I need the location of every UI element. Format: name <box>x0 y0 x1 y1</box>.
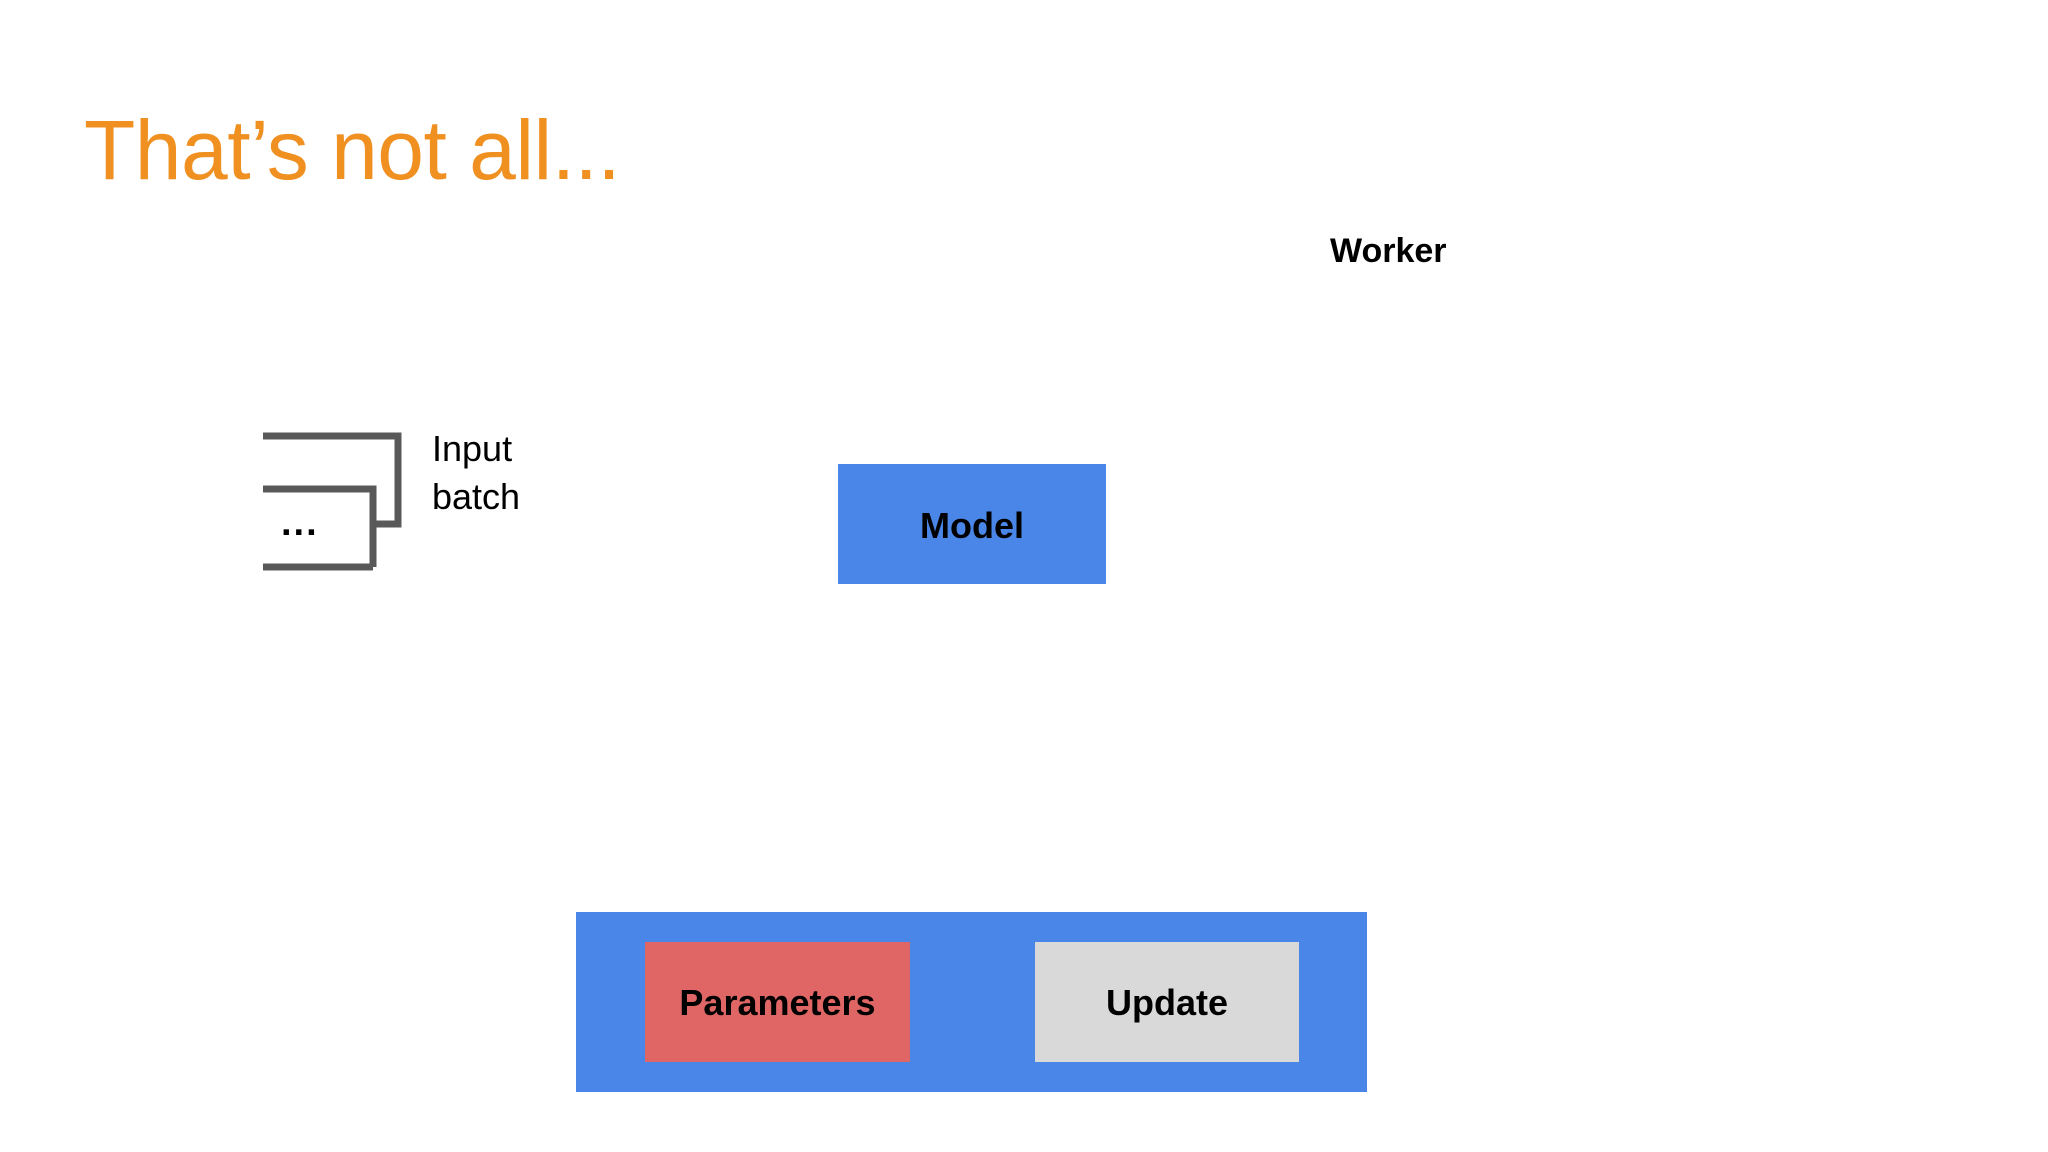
page-title: That’s not all... <box>84 103 621 197</box>
model-box[interactable] <box>838 464 1106 584</box>
update-box[interactable] <box>1035 942 1299 1062</box>
input-batch-annotation-label: Input batch <box>432 428 521 517</box>
parameters-box[interactable] <box>645 942 910 1062</box>
input-batch-stack-icon <box>263 432 402 571</box>
batch-ellipsis-label: ... <box>281 502 319 544</box>
